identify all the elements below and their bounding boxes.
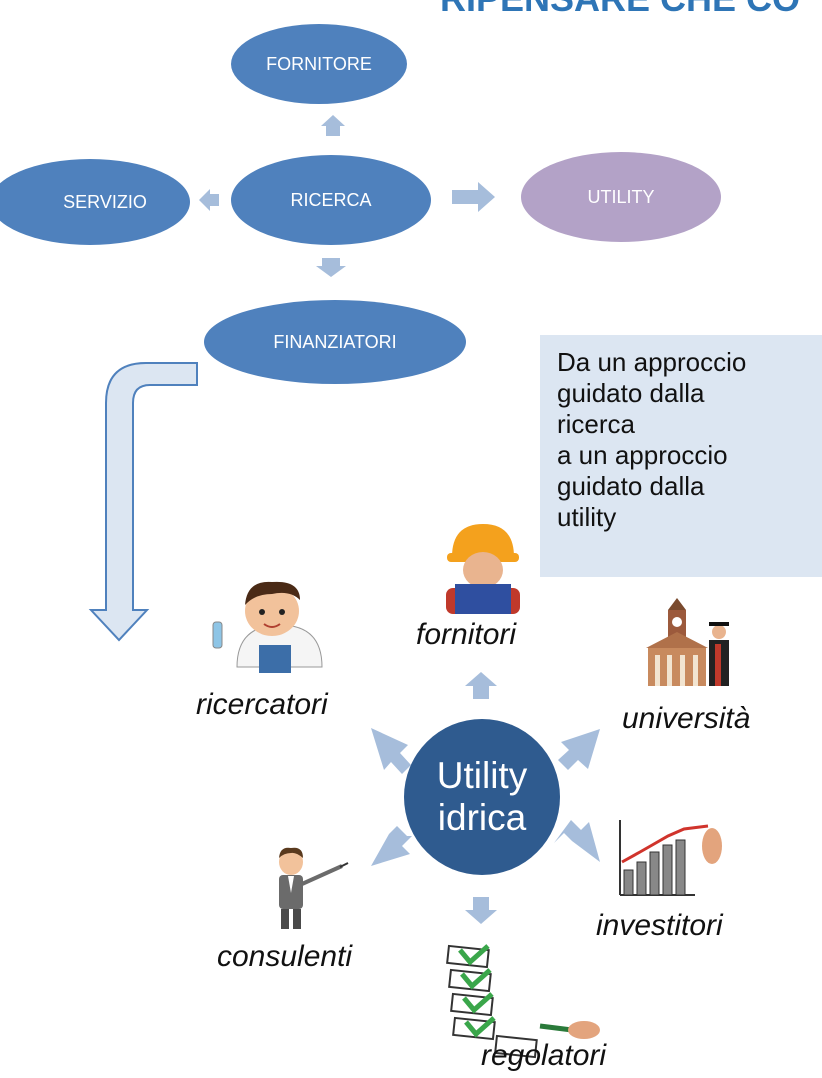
center-utility-circle: Utility idrica bbox=[404, 719, 560, 875]
ellipse-utility: UTILITY bbox=[521, 152, 721, 242]
ellipse-ricerca: RICERCA bbox=[231, 155, 431, 245]
label-investitori: investitori bbox=[596, 909, 723, 942]
university-icon bbox=[646, 598, 729, 686]
ellipse-utility-label: UTILITY bbox=[587, 186, 655, 207]
consultant-icon bbox=[279, 847, 349, 929]
note-line: guidato dalla bbox=[557, 471, 705, 501]
note-line: utility bbox=[557, 502, 617, 532]
ellipse-fornitore-label: FORNITORE bbox=[266, 53, 372, 74]
note-line: Da un approccio bbox=[557, 347, 747, 377]
ellipse-fornitore: FORNITORE bbox=[231, 24, 407, 104]
scientist-icon bbox=[212, 581, 323, 673]
note-line: a un approccio bbox=[557, 440, 728, 470]
bent-arrow-icon bbox=[88, 362, 198, 642]
label-universita: università bbox=[622, 702, 751, 735]
center-line-1: Utility bbox=[436, 755, 528, 796]
label-regolatori: regolatori bbox=[481, 1039, 607, 1072]
arrow-right-icon bbox=[452, 182, 495, 212]
investment-chart-icon bbox=[619, 820, 722, 896]
radial-arrow-downleft-icon bbox=[371, 826, 412, 866]
ellipse-ricerca-label: RICERCA bbox=[290, 189, 372, 210]
arrow-down-icon bbox=[316, 258, 346, 277]
radial-arrow-down-icon bbox=[465, 897, 497, 924]
label-consulenti: consulenti bbox=[217, 940, 353, 973]
ellipse-finanziatori-label: FINANZIATORI bbox=[273, 331, 397, 352]
note-line: ricerca bbox=[557, 409, 636, 439]
approach-note: Da un approccio guidato dalla ricerca a … bbox=[540, 335, 822, 577]
ellipse-servizio: SERVIZIO bbox=[0, 159, 190, 245]
ellipse-finanziatori: FINANZIATORI bbox=[204, 300, 466, 384]
page-title: RIPENSARE CHE CO bbox=[440, 0, 800, 20]
arrow-left-icon bbox=[199, 189, 219, 211]
checklist-icon bbox=[446, 944, 600, 1059]
arrow-up-icon bbox=[321, 115, 345, 136]
worker-icon bbox=[446, 524, 520, 614]
radial-arrow-up-icon bbox=[465, 672, 497, 699]
radial-arrow-upleft-icon bbox=[371, 728, 411, 774]
radial-arrow-upright-icon bbox=[558, 729, 600, 770]
label-fornitori: fornitori bbox=[416, 618, 517, 651]
ellipse-servizio-label: SERVIZIO bbox=[63, 191, 147, 212]
label-ricercatori: ricercatori bbox=[196, 688, 328, 721]
note-line: guidato dalla bbox=[557, 378, 705, 408]
radial-arrow-downright-icon bbox=[554, 820, 600, 862]
center-line-2: idrica bbox=[437, 797, 527, 838]
